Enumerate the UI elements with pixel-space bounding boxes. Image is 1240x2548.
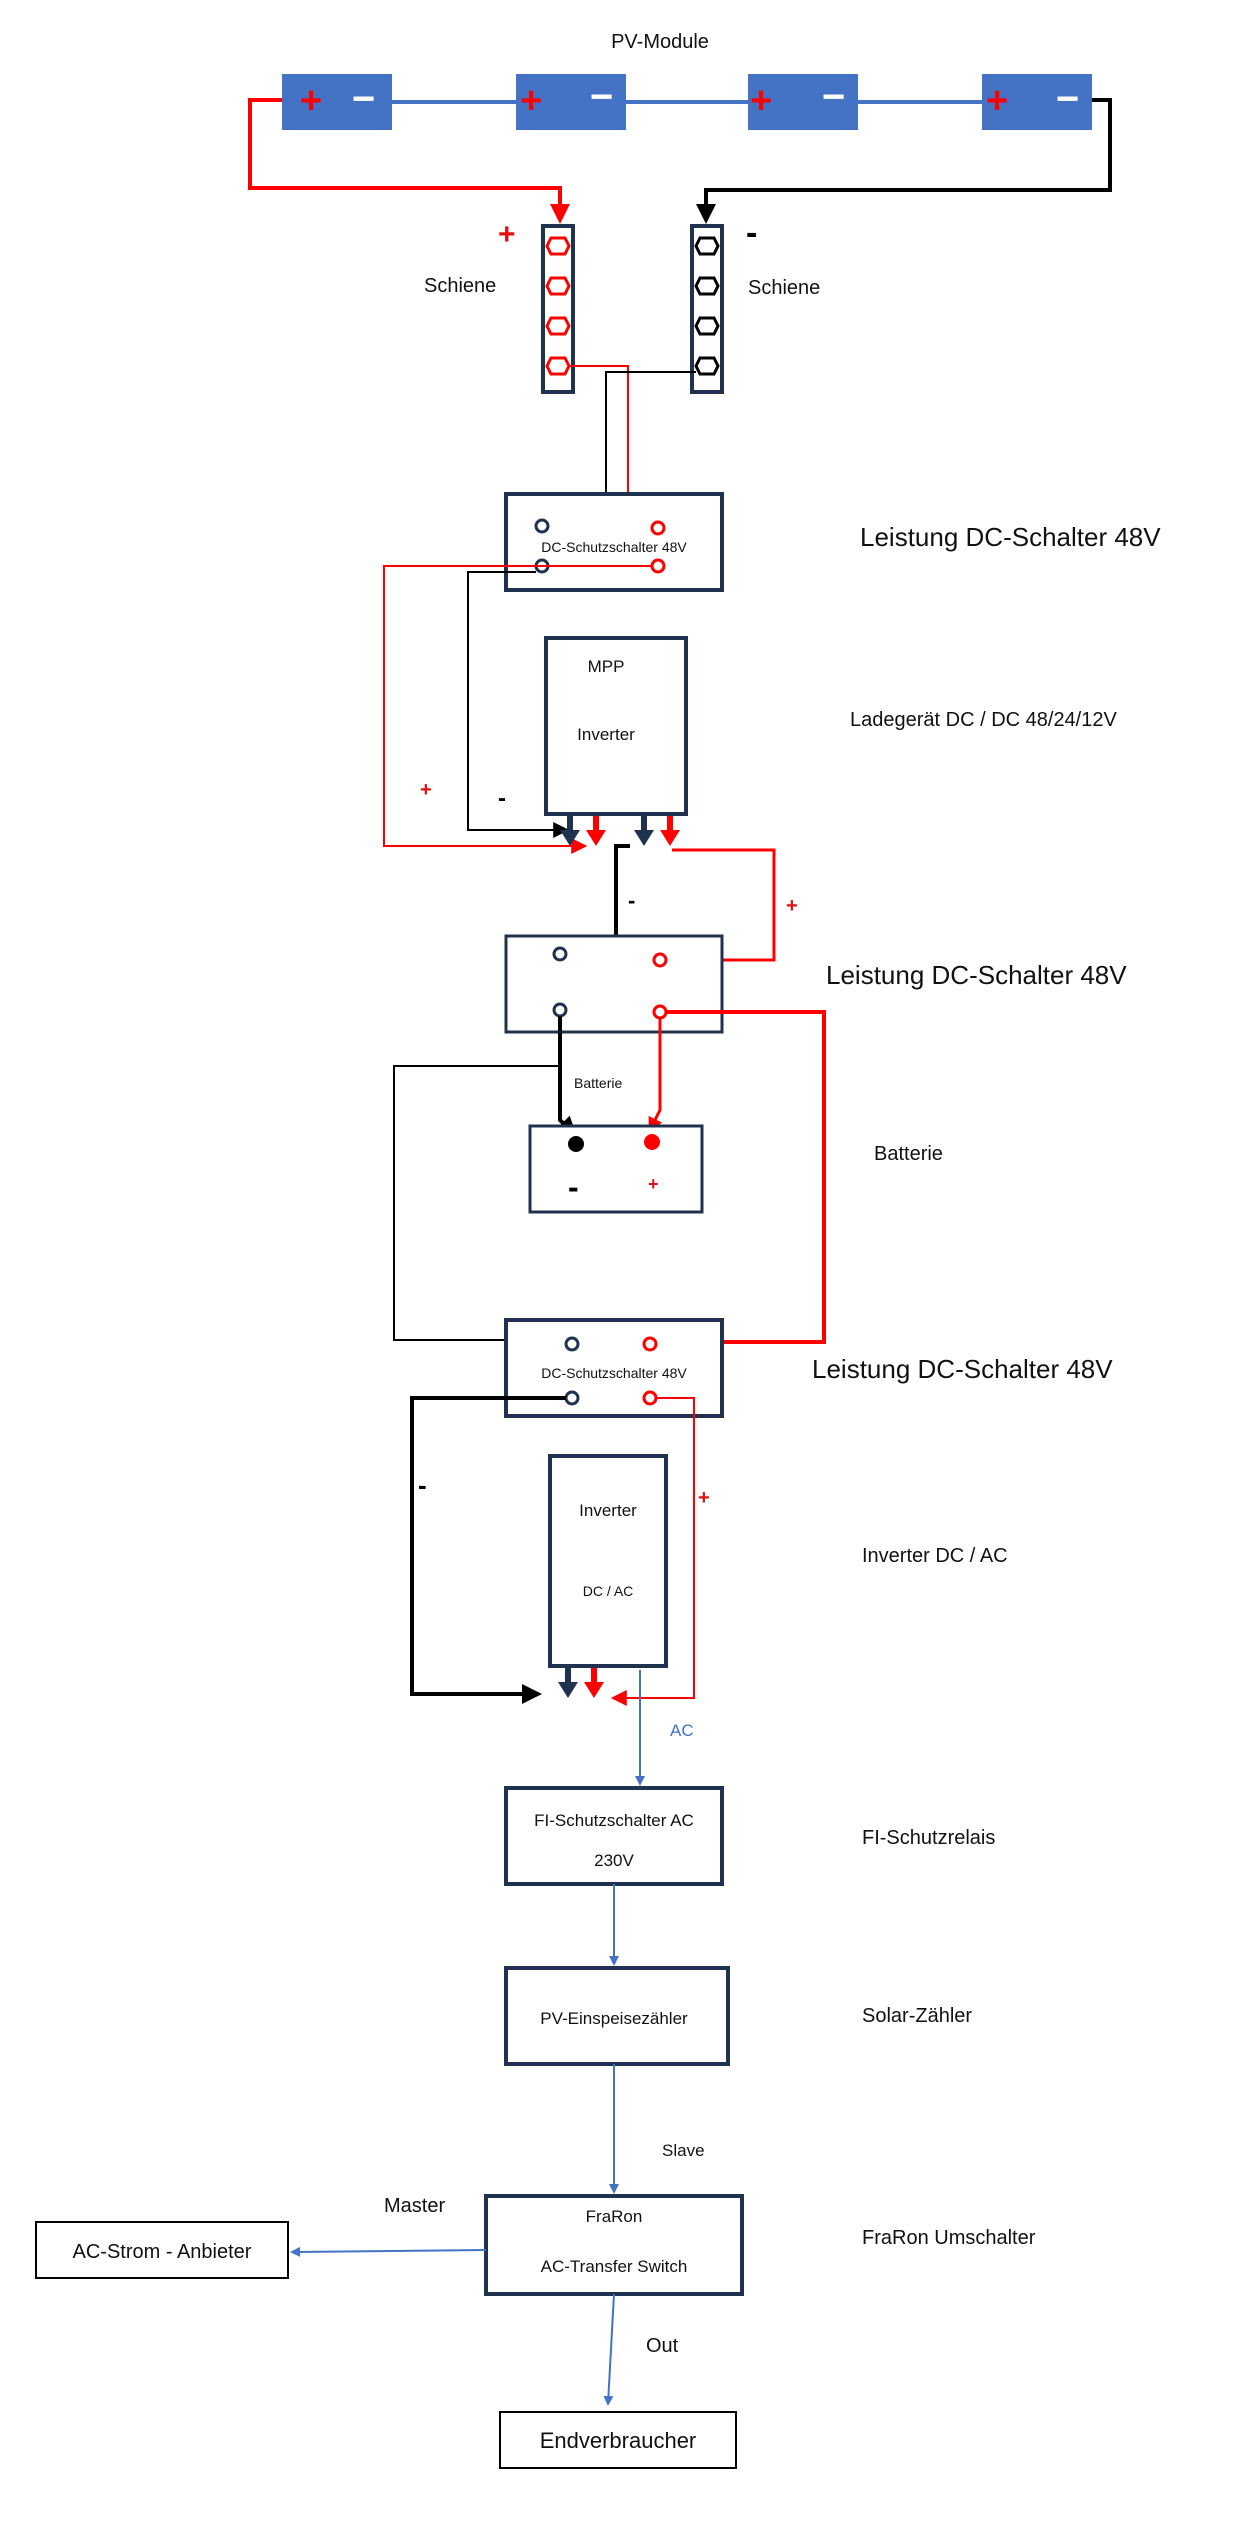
transfer-to-consumer-line xyxy=(603,2293,615,2406)
rail-left-label: Schiene xyxy=(424,275,496,297)
end-consumer: Endverbraucher xyxy=(499,2411,737,2469)
rail-left-sign: + xyxy=(498,218,516,251)
consumer-label: Endverbraucher xyxy=(540,2428,697,2453)
inverter-line1: Inverter xyxy=(579,1501,637,1520)
ac-label: AC xyxy=(670,1721,694,1740)
fi-line1: FI-Schutzschalter AC xyxy=(534,1811,694,1830)
dc-switch-2 xyxy=(504,934,724,1034)
dc-switch-3-side-label: Leistung DC-Schalter 48V xyxy=(812,1354,1113,1384)
battery-plus: + xyxy=(648,1174,659,1194)
fi-switch: FI-Schutzschalter AC 230V xyxy=(504,1786,724,1886)
out-label: Out xyxy=(646,2335,679,2357)
battery-minus: - xyxy=(568,1169,579,1205)
mpp-side-label: Ladegerät DC / DC 48/24/12V xyxy=(850,709,1117,731)
fi-side-label: FI-Schutzrelais xyxy=(862,1827,995,1849)
pv-module-minus: − xyxy=(1056,77,1079,121)
battery-plus-terminal xyxy=(644,1134,660,1150)
meter-side-label: Solar-Zähler xyxy=(862,2005,972,2027)
meter-label: PV-Einspeisezähler xyxy=(540,2009,688,2028)
switch1-to-mpp-positive xyxy=(383,565,652,854)
rail-right-sign: - xyxy=(746,214,757,252)
master-label: Master xyxy=(384,2195,445,2217)
switch2-minus-sign: - xyxy=(628,888,635,913)
switch2-to-battery-positive xyxy=(648,1018,663,1133)
pv-module-minus: − xyxy=(590,75,613,119)
dc-switch-1: DC-Schutzschalter 48V xyxy=(504,492,724,592)
rail-negative xyxy=(690,224,724,394)
pv-module-plus: + xyxy=(300,80,322,122)
switch3-to-inverter-negative xyxy=(410,1396,566,1704)
pv-module-1: + − xyxy=(282,74,392,130)
ac-provider: AC-Strom - Anbieter xyxy=(35,2221,289,2279)
switch2-to-battery-negative xyxy=(555,1016,577,1137)
provider-label: AC-Strom - Anbieter xyxy=(73,2241,252,2263)
mpp-inverter: MPP Inverter xyxy=(544,636,688,846)
dc-switch-3-label: DC-Schutzschalter 48V xyxy=(541,1365,687,1381)
switch3-to-inverter-positive xyxy=(610,1397,695,1706)
fi-line2: 230V xyxy=(594,1851,634,1870)
pv-meter: PV-Einspeisezähler xyxy=(504,1966,730,2066)
pv-module-minus: − xyxy=(352,77,375,121)
inverter-plus-sign: + xyxy=(698,1487,710,1509)
battery-wire-label: Batterie xyxy=(574,1075,622,1091)
pv-module-4: + − xyxy=(982,74,1092,130)
inverter-side-label: Inverter DC / AC xyxy=(862,1545,1008,1567)
pv-title: PV-Module xyxy=(611,31,709,53)
switch2-plus-sign: + xyxy=(786,895,798,917)
battery-negative-bypass xyxy=(393,1065,568,1348)
battery-side-label: Batterie xyxy=(874,1143,943,1165)
transfer-to-provider-line xyxy=(290,2246,487,2257)
pv-positive-wire xyxy=(248,98,570,224)
pv-module-plus: + xyxy=(986,80,1008,122)
mpp-left-minus-sign: - xyxy=(498,785,506,812)
inverter-line2: DC / AC xyxy=(583,1583,634,1599)
battery: - + xyxy=(528,1124,704,1214)
mpp-line2: Inverter xyxy=(577,725,635,744)
dc-switch-3: DC-Schutzschalter 48V xyxy=(504,1318,724,1418)
dc-switch-2-side-label: Leistung DC-Schalter 48V xyxy=(826,960,1127,990)
mpp-line1: MPP xyxy=(588,657,625,676)
inverter-minus-sign: - xyxy=(418,1470,427,1500)
mpp-left-plus-sign: + xyxy=(420,779,432,801)
transfer-line1: FraRon xyxy=(586,2207,643,2226)
pv-module-plus: + xyxy=(520,80,542,122)
rail-right-label: Schiene xyxy=(748,277,820,299)
transfer-line2: AC-Transfer Switch xyxy=(541,2257,688,2276)
switch1-to-mpp-negative xyxy=(467,571,570,838)
battery-minus-terminal xyxy=(568,1136,584,1152)
dc-switch-1-label: DC-Schutzschalter 48V xyxy=(541,539,687,555)
transfer-switch: FraRon AC-Transfer Switch xyxy=(484,2194,744,2296)
pv-module-3: + − xyxy=(748,74,858,130)
pv-module-2: + − xyxy=(516,74,626,130)
transfer-side-label: FraRon Umschalter xyxy=(862,2227,1036,2249)
pv-module-minus: − xyxy=(822,75,845,119)
switch2-to-switch3-positive xyxy=(662,1010,826,1352)
pv-negative-wire xyxy=(696,98,1112,224)
dc-switch-1-side-label: Leistung DC-Schalter 48V xyxy=(860,522,1161,552)
slave-label: Slave xyxy=(662,2141,705,2160)
rail-positive xyxy=(541,224,575,394)
pv-module-plus: + xyxy=(750,80,772,122)
inverter-dc-ac: Inverter DC / AC xyxy=(548,1454,668,1698)
